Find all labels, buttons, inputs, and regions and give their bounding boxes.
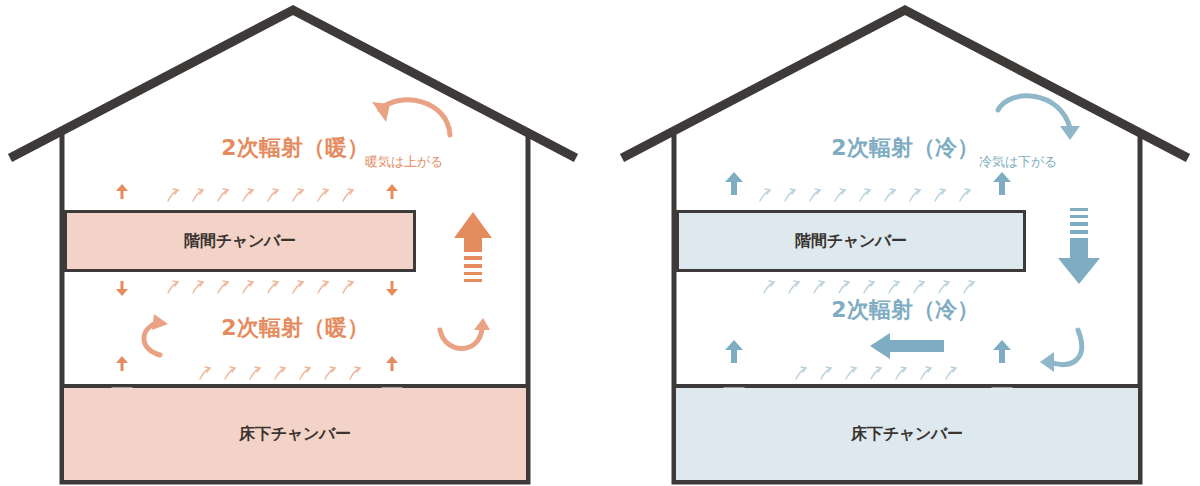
chamber-band: 床下チャンバー — [64, 388, 526, 480]
fan-arrow — [993, 340, 1011, 363]
fan-symbol — [990, 212, 1014, 236]
fan-arrow — [386, 356, 398, 371]
note-label: 暖気は上がる — [363, 153, 445, 171]
radiation-label: 2次輻射（冷） — [829, 133, 980, 163]
chamber-band: 階間チャンバー — [676, 210, 1026, 272]
fan-symbol — [722, 246, 746, 270]
chamber-band: 階間チャンバー — [64, 210, 416, 272]
flow-arrow — [870, 333, 944, 359]
wall — [62, 133, 528, 482]
chamber-label: 床下チャンバー — [239, 424, 351, 445]
chamber-band: 床下チャンバー — [676, 388, 1138, 480]
radiation-arrows — [168, 281, 353, 293]
fan-symbol — [110, 246, 134, 270]
radiation-arrows — [764, 281, 974, 293]
fan-symbol — [722, 386, 746, 410]
fan-arrow — [116, 184, 128, 199]
radiation-arrows — [168, 189, 353, 201]
fan-arrow — [725, 340, 743, 363]
fan-arrow — [993, 172, 1011, 195]
house-interior — [676, 120, 1138, 482]
radiation-arrows — [200, 367, 360, 379]
fan-arrow — [386, 184, 398, 199]
fan-arrow — [386, 281, 398, 296]
fan-arrow — [116, 281, 128, 296]
fall-arrow — [1058, 208, 1100, 284]
chamber-label: 階間チャンバー — [184, 231, 296, 252]
fan-symbol — [380, 246, 404, 270]
fan-symbol — [722, 212, 746, 236]
chamber-label: 床下チャンバー — [851, 424, 963, 445]
fan-arrow — [116, 356, 128, 371]
radiation-arrows — [760, 189, 970, 201]
fan-arrow — [725, 172, 743, 195]
fan-symbol — [110, 386, 134, 410]
radiation-label: 2次輻射（暖） — [219, 313, 370, 343]
fan-symbol — [380, 212, 404, 236]
radiation-label: 2次輻射（冷） — [829, 295, 980, 325]
fan-symbol — [990, 246, 1014, 270]
wall — [674, 133, 1140, 482]
fan-symbol — [110, 212, 134, 236]
house-interior — [64, 120, 526, 482]
note-label: 冷気は下がる — [977, 153, 1059, 171]
radiation-label: 2次輻射（暖） — [219, 133, 370, 163]
radiation-arrows — [796, 367, 956, 379]
fan-symbol — [380, 386, 404, 410]
chamber-label: 階間チャンバー — [795, 231, 907, 252]
rise-arrow — [454, 212, 492, 282]
fan-symbol — [990, 386, 1014, 410]
